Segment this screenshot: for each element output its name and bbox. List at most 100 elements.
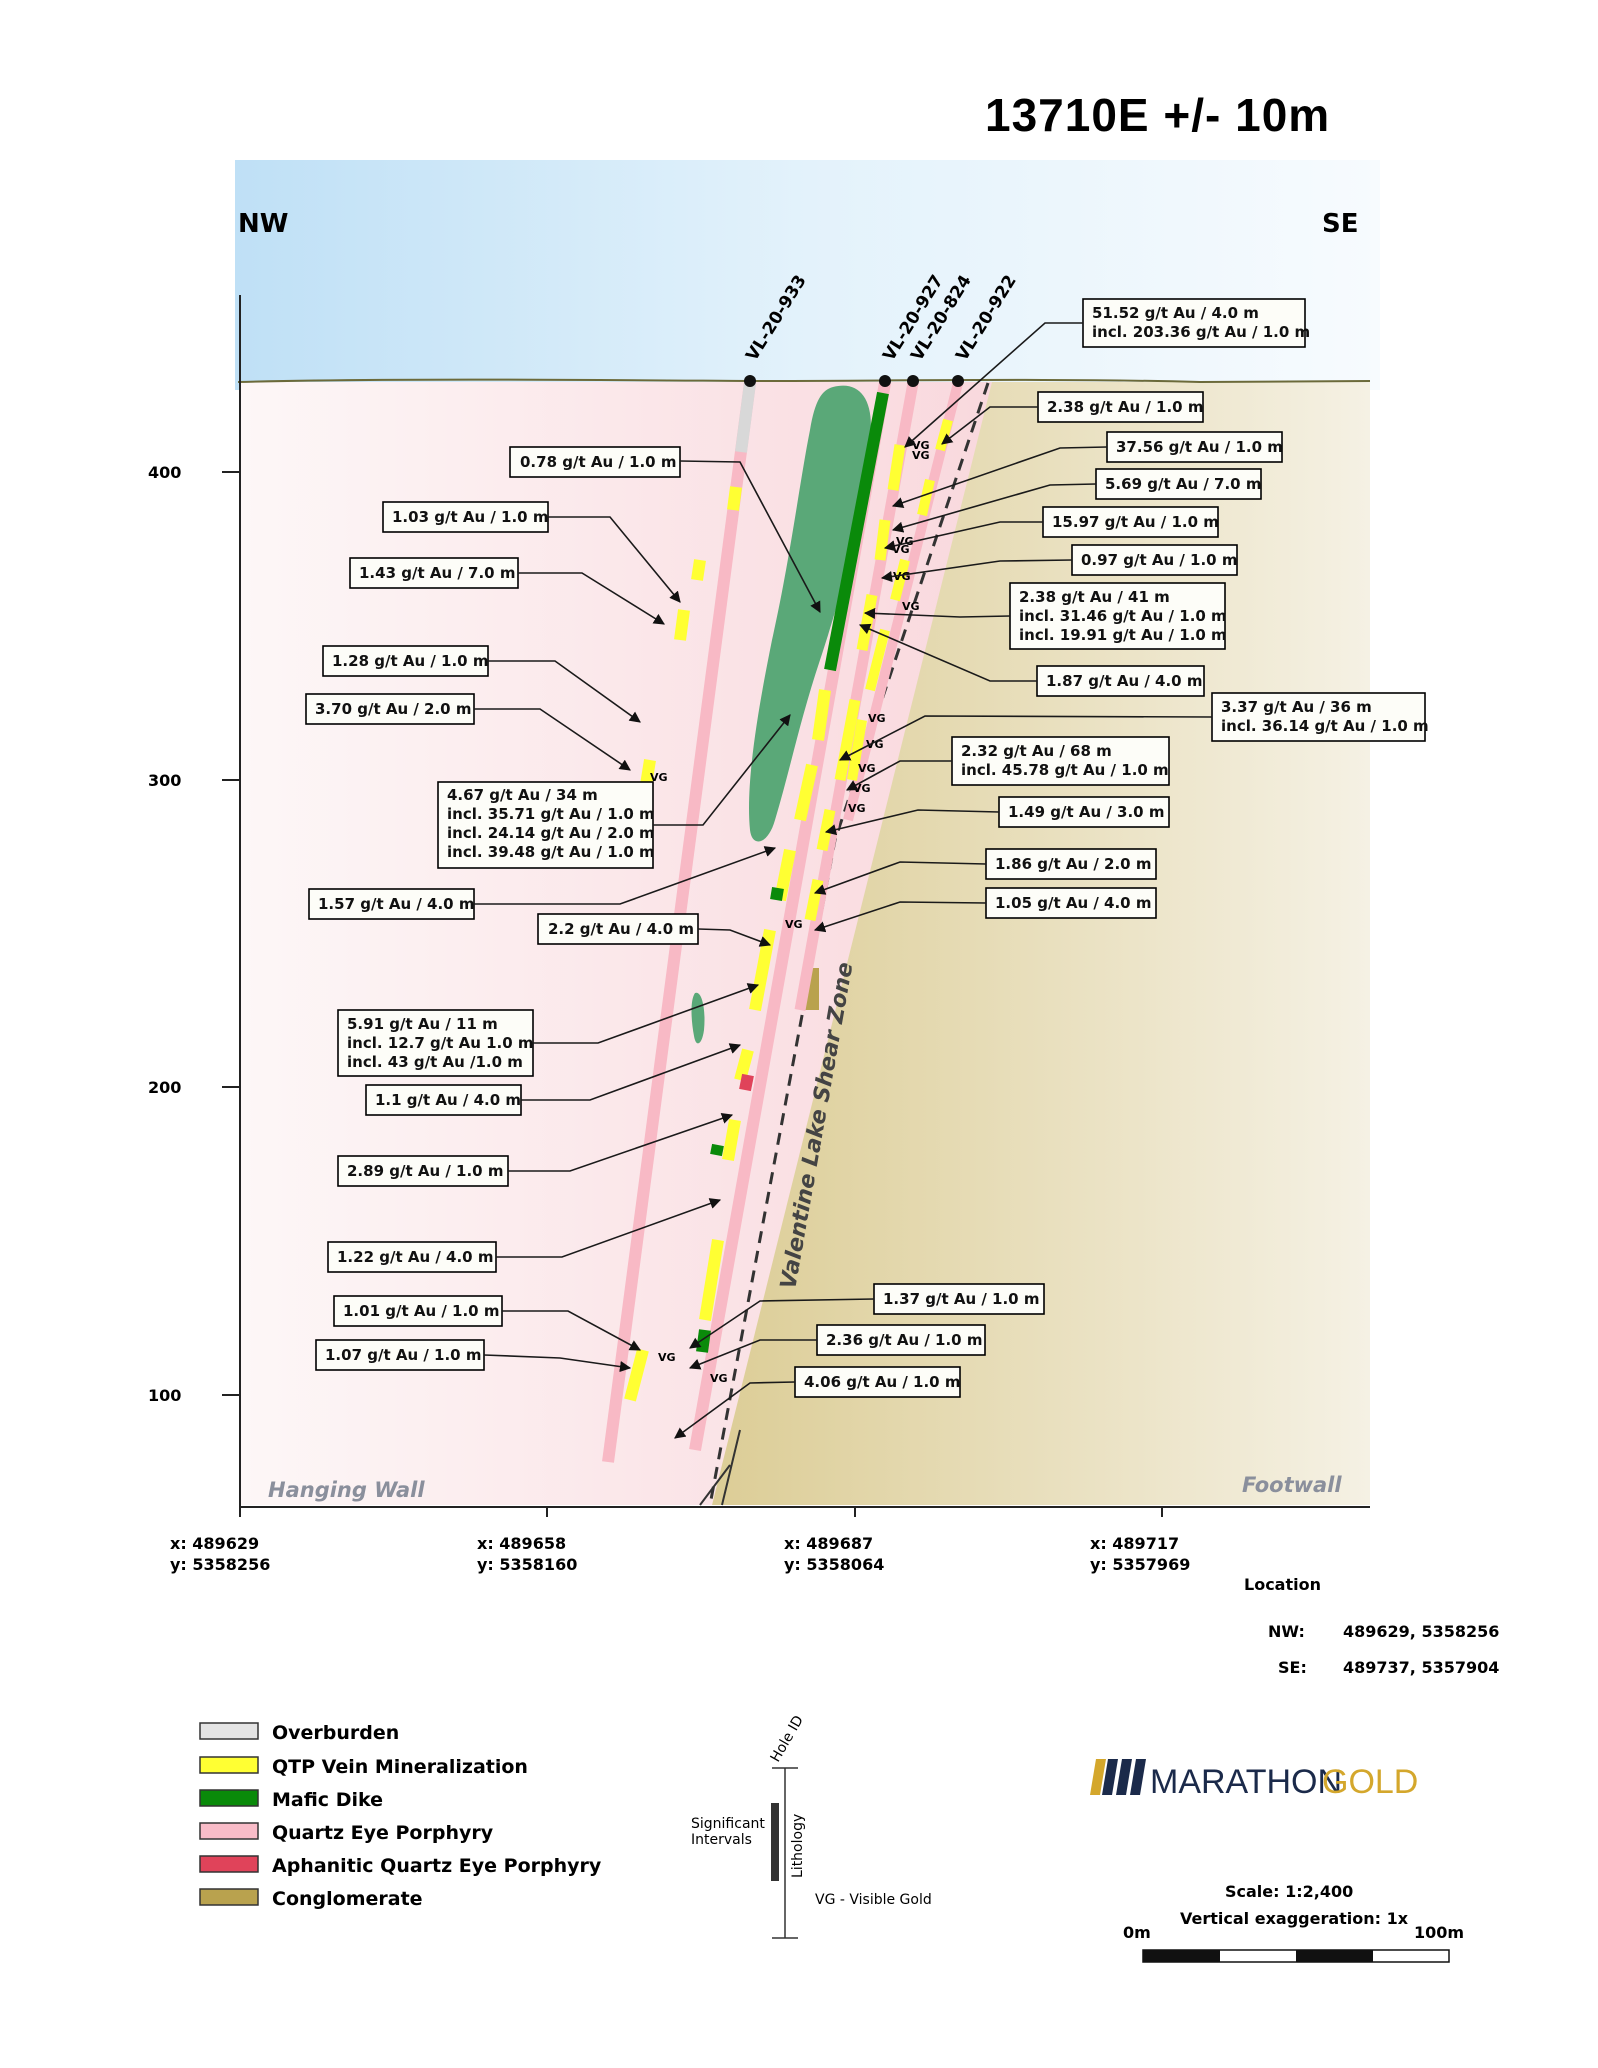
svg-text:VG: VG (848, 802, 866, 815)
svg-text:NW:: NW: (1268, 1622, 1305, 1641)
collar-vl-20-927 (879, 375, 891, 387)
footwall-area (712, 382, 1370, 1505)
svg-text:2.38 g/t Au / 1.0 m: 2.38 g/t Au / 1.0 m (1047, 398, 1203, 416)
svg-text:y: 5358160: y: 5358160 (477, 1555, 577, 1574)
location-block: Location NW: 489629, 5358256 SE: 489737,… (1244, 1575, 1499, 1677)
legend-item-qtp-vein: QTP Vein Mineralization (199, 1756, 528, 1778)
svg-text:VG: VG (902, 600, 920, 613)
svg-text:x: 489687: x: 489687 (784, 1534, 873, 1553)
svg-text:1.05 g/t Au / 4.0 m: 1.05 g/t Au / 4.0 m (995, 894, 1151, 912)
svg-text:incl. 24.14 g/t Au / 2.0 m: incl. 24.14 g/t Au / 2.0 m (447, 824, 655, 842)
svg-text:x: 489658: x: 489658 (477, 1534, 566, 1553)
svg-text:100m: 100m (1414, 1923, 1464, 1942)
callout-left-4: 1.28 g/t Au / 1.0 m (322, 645, 641, 723)
svg-text:VG: VG (912, 439, 930, 452)
legend-item-mafic-dike: Mafic Dike (199, 1789, 383, 1811)
svg-text:1.01 g/t Au / 1.0 m: 1.01 g/t Au / 1.0 m (343, 1302, 499, 1320)
legend-item-overburden: Overburden (199, 1722, 399, 1744)
callout-right-8: 1.87 g/t Au / 4.0 m (858, 623, 1205, 697)
svg-text:QTP Vein Mineralization: QTP Vein Mineralization (272, 1756, 528, 1778)
svg-text:2.2 g/t Au / 4.0 m: 2.2 g/t Au / 4.0 m (548, 920, 694, 938)
callout-right-14: 1.37 g/t Au / 1.0 m (689, 1283, 1045, 1349)
elev-400: 400 (148, 463, 181, 482)
footwall-label: Footwall (1242, 1473, 1342, 1497)
svg-text:incl. 35.71 g/t Au / 1.0 m: incl. 35.71 g/t Au / 1.0 m (447, 805, 655, 823)
callout-right-7: 2.38 g/t Au / 41 m incl. 31.46 g/t Au / … (863, 582, 1227, 650)
svg-text:0.78 g/t Au / 1.0 m: 0.78 g/t Au / 1.0 m (520, 453, 676, 471)
svg-text:Vertical exaggeration: 1x: Vertical exaggeration: 1x (1180, 1909, 1409, 1928)
svg-text:Intervals: Intervals (691, 1832, 752, 1848)
marathon-gold-logo: MARATHON GOLD (1090, 1755, 1450, 1819)
callout-right-16: 4.06 g/t Au / 1.0 m (674, 1366, 961, 1439)
svg-text:y: 5358064: y: 5358064 (784, 1555, 884, 1574)
svg-text:4.67 g/t Au / 34 m: 4.67 g/t Au / 34 m (447, 786, 598, 804)
svg-text:Scale: 1:2,400: Scale: 1:2,400 (1225, 1882, 1353, 1901)
legend-item-aphanitic: Aphanitic Quartz Eye Porphyry (199, 1855, 602, 1877)
svg-text:VG: VG (868, 712, 886, 725)
svg-text:Aphanitic Quartz Eye Porphyry: Aphanitic Quartz Eye Porphyry (272, 1855, 602, 1877)
svg-text:Hole ID: Hole ID (768, 1713, 807, 1765)
svg-text:VG: VG (658, 1351, 676, 1364)
svg-text:Lithology: Lithology (790, 1814, 806, 1878)
shear-zone-splay (699, 1429, 741, 1506)
callout-right-1: 51.52 g/t Au / 4.0 m incl. 203.36 g/t Au… (904, 298, 1310, 448)
scale-block: Scale: 1:2,400 Vertical exaggeration: 1x… (1123, 1882, 1464, 1963)
callout-left-14: 1.07 g/t Au / 1.0 m (315, 1339, 632, 1373)
hole-key-diagram: Hole ID Significant Intervals Lithology … (691, 1713, 932, 1939)
callout-right-5: 15.97 g/t Au / 1.0 m (883, 506, 1219, 552)
svg-text:Conglomerate: Conglomerate (272, 1888, 423, 1910)
svg-text:incl. 12.7 g/t Au 1.0 m: incl. 12.7 g/t Au 1.0 m (347, 1034, 534, 1052)
svg-text:2.89 g/t Au / 1.0 m: 2.89 g/t Au / 1.0 m (347, 1162, 503, 1180)
page-title: 13710E +/- 10m (985, 89, 1331, 141)
svg-text:incl. 43 g/t Au /1.0 m: incl. 43 g/t Au /1.0 m (347, 1053, 523, 1071)
callout-left-3: 1.43 g/t Au / 7.0 m (349, 557, 665, 625)
callout-right-9: 3.37 g/t Au / 36 m incl. 36.14 g/t Au / … (839, 692, 1429, 761)
callout-right-6: 0.97 g/t Au / 1.0 m (880, 544, 1238, 583)
coord-label-3: x: 489687 y: 5358064 (784, 1534, 884, 1574)
callout-right-11: 1.49 g/t Au / 3.0 m (824, 796, 1170, 836)
svg-text:4.06 g/t Au / 1.0 m: 4.06 g/t Au / 1.0 m (804, 1373, 960, 1391)
collar-vl-20-824 (907, 375, 919, 387)
svg-text:y: 5358256: y: 5358256 (170, 1555, 270, 1574)
svg-text:489629, 5358256: 489629, 5358256 (1343, 1622, 1499, 1641)
svg-text:51.52 g/t Au / 4.0 m: 51.52 g/t Au / 4.0 m (1092, 304, 1259, 322)
svg-text:Location: Location (1244, 1575, 1321, 1594)
svg-text:0m: 0m (1123, 1923, 1151, 1942)
legend-item-quartz-eye: Quartz Eye Porphyry (199, 1822, 494, 1844)
svg-text:1.28 g/t Au / 1.0 m: 1.28 g/t Au / 1.0 m (332, 652, 488, 670)
callout-left-7: 1.57 g/t Au / 4.0 m (308, 846, 777, 920)
svg-text:incl. 39.48 g/t Au / 1.0 m: incl. 39.48 g/t Au / 1.0 m (447, 843, 655, 861)
direction-se: SE (1322, 209, 1359, 239)
direction-nw: NW (238, 209, 288, 239)
svg-text:VG: VG (853, 782, 871, 795)
svg-text:VG - Visible Gold: VG - Visible Gold (815, 1892, 932, 1908)
callout-left-8: 2.2 g/t Au / 4.0 m (537, 913, 772, 947)
svg-text:x: 489629: x: 489629 (170, 1534, 259, 1553)
y-axis-ticks (222, 471, 240, 1396)
svg-text:Mafic Dike: Mafic Dike (272, 1789, 383, 1811)
elev-200: 200 (148, 1078, 181, 1097)
svg-text:Overburden: Overburden (272, 1722, 399, 1744)
callout-left-11: 2.89 g/t Au / 1.0 m (337, 1113, 734, 1187)
svg-text:Significant: Significant (691, 1816, 765, 1832)
callout-left-5: 3.70 g/t Au / 2.0 m (305, 693, 631, 771)
svg-text:0.97 g/t Au / 1.0 m: 0.97 g/t Au / 1.0 m (1081, 551, 1237, 569)
svg-text:37.56 g/t Au / 1.0 m: 37.56 g/t Au / 1.0 m (1116, 438, 1283, 456)
svg-text:VG: VG (912, 449, 930, 462)
svg-text:VG: VG (892, 543, 910, 556)
callout-right-15: 2.36 g/t Au / 1.0 m (688, 1324, 986, 1370)
callout-left-6: 4.67 g/t Au / 34 m incl. 35.71 g/t Au / … (437, 714, 791, 869)
svg-text:5.91 g/t Au / 11 m: 5.91 g/t Au / 11 m (347, 1015, 498, 1033)
coord-label-4: x: 489717 y: 5357969 (1090, 1534, 1190, 1574)
svg-text:3.70 g/t Au / 2.0 m: 3.70 g/t Au / 2.0 m (315, 700, 471, 718)
svg-text:Quartz Eye Porphyry: Quartz Eye Porphyry (272, 1822, 494, 1844)
svg-text:1.87 g/t Au / 4.0 m: 1.87 g/t Au / 4.0 m (1046, 672, 1202, 690)
collar-vl-20-933 (744, 375, 756, 387)
svg-text:1.07 g/t Au / 1.0 m: 1.07 g/t Au / 1.0 m (325, 1346, 481, 1364)
callout-right-12: 1.86 g/t Au / 2.0 m (813, 848, 1157, 895)
callout-right-2: 2.38 g/t Au / 1.0 m (941, 391, 1204, 445)
elev-100: 100 (148, 1386, 181, 1405)
logo-brand-gold: GOLD (1322, 1763, 1418, 1801)
callout-right-10: 2.32 g/t Au / 68 m incl. 45.78 g/t Au / … (846, 736, 1170, 791)
